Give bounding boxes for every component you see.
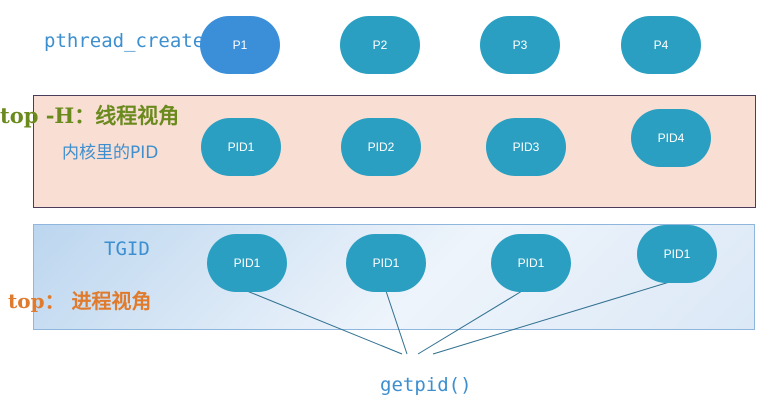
kernel-node-pid1: PID1 [201, 118, 281, 176]
tgid-node-3: PID1 [491, 234, 571, 292]
thread-node-p3: P3 [480, 16, 560, 74]
thread-node-p1: P1 [200, 16, 280, 74]
getpid-label: getpid() [380, 374, 472, 396]
thread-node-p4: P4 [621, 16, 701, 74]
connector-line-4 [432, 279, 677, 355]
tgid-node-1: PID1 [207, 234, 287, 292]
process-view-title: top： 进程视角 [8, 289, 152, 313]
thread-view-title: top -H：线程视角 [0, 103, 180, 128]
kernel-node-pid2: PID2 [341, 118, 421, 176]
tgid-node-4: PID1 [637, 225, 717, 283]
kernel-node-pid3: PID3 [486, 118, 566, 176]
connector-line-2 [385, 290, 408, 355]
connector-line-1 [246, 290, 403, 355]
kernel-node-pid4: PID4 [631, 109, 711, 167]
thread-node-p2: P2 [340, 16, 420, 74]
tgid-label: TGID [104, 238, 150, 260]
connector-line-3 [417, 290, 523, 355]
kernel-pid-label: 内核里的PID [62, 143, 159, 163]
pthread-create-label: pthread_create [44, 30, 205, 52]
tgid-node-2: PID1 [346, 234, 426, 292]
